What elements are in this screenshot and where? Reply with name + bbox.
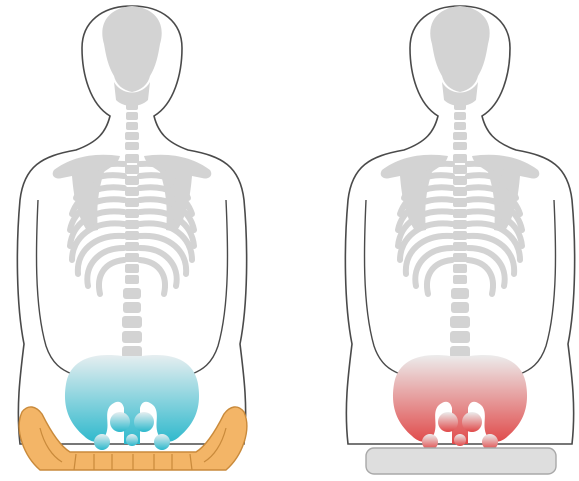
left-figure: [17, 6, 246, 450]
right-pelvis-pressure-red: [393, 355, 527, 450]
flat-cushion: [366, 448, 556, 474]
right-skeleton: [381, 6, 540, 358]
right-figure: [345, 6, 574, 450]
left-skeleton: [53, 6, 212, 358]
left-pelvis-pressure-blue: [65, 355, 199, 450]
